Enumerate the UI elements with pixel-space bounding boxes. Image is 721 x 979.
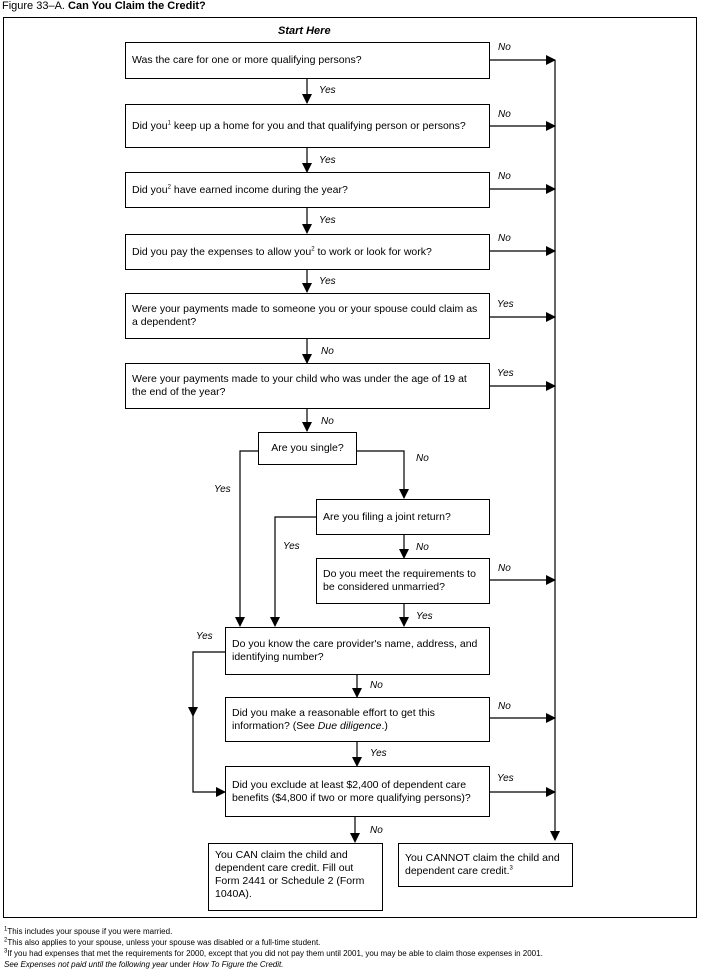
question-care-provider-info: Do you know the care provider's name, ad… [225,627,490,675]
footnote-3: 3If you had expenses that met the requir… [4,948,543,958]
figure-title: Figure 33–A. Can You Claim the Credit? [2,0,206,12]
label-q10-yes: Yes [196,631,213,642]
label-q8-no: No [416,542,429,553]
label-q9-yes: Yes [416,611,433,622]
footnote-3-see-also: See Expenses not paid until the followin… [4,960,284,969]
question-are-you-single: Are you single? [258,432,357,465]
label-q7-no: No [416,453,429,464]
label-q11-no: No [498,701,511,712]
label-q6-no: No [321,416,334,427]
arrow-q10-yes-to-q12 [192,716,226,797]
result-can-claim: You CAN claim the child and dependent ca… [208,843,383,911]
question-pay-expenses: Did you pay the expenses to allow you2 t… [125,234,490,270]
flowchart-frame [3,17,697,918]
figure-number: Figure 33–A. [2,0,65,12]
label-q4-yes: Yes [319,276,336,287]
figure-heading: Can You Claim the Credit? [68,0,206,12]
label-q4-no: No [498,233,511,244]
arrow-q10-yes [188,651,225,717]
label-q10-no: No [370,680,383,691]
arrow-q8-yes [270,516,316,627]
label-q2-no: No [498,109,511,120]
label-q3-no: No [498,171,511,182]
label-q1-yes: Yes [319,85,336,96]
footnote-1: 1This includes your spouse if you were m… [4,926,173,936]
arrow-q7-no [357,450,409,499]
question-keep-up-home: Did you1 keep up a home for you and that… [125,104,490,148]
label-q3-yes: Yes [319,215,336,226]
label-q12-no: No [370,825,383,836]
question-earned-income: Did you2 have earned income during the y… [125,172,490,208]
question-dependent-payments: Were your payments made to someone you o… [125,293,490,339]
label-q9-no: No [498,563,511,574]
label-q7-yes: Yes [214,484,231,495]
label-q8-yes: Yes [283,541,300,552]
label-q12-yes: Yes [497,773,514,784]
result-cannot-claim: You CANNOT claim the child and dependent… [398,843,573,887]
question-considered-unmarried: Do you meet the requirements to be consi… [316,558,490,604]
label-q5-yes: Yes [497,299,514,310]
label-q11-yes: Yes [370,748,387,759]
question-reasonable-effort: Did you make a reasonable effort to get … [225,697,490,742]
question-qualifying-persons: Was the care for one or more qualifying … [125,42,490,79]
question-child-under-19: Were your payments made to your child wh… [125,363,490,409]
start-here-label: Start Here [278,25,331,37]
label-q2-yes: Yes [319,155,336,166]
question-exclude-benefits: Did you exclude at least $2,400 of depen… [225,766,490,817]
footnote-2: 2This also applies to your spouse, unles… [4,937,321,947]
label-q1-no: No [498,42,511,53]
label-q5-no: No [321,346,334,357]
arrow-q7-yes [235,450,258,627]
question-joint-return: Are you filing a joint return? [316,499,490,535]
label-q6-yes: Yes [497,368,514,379]
